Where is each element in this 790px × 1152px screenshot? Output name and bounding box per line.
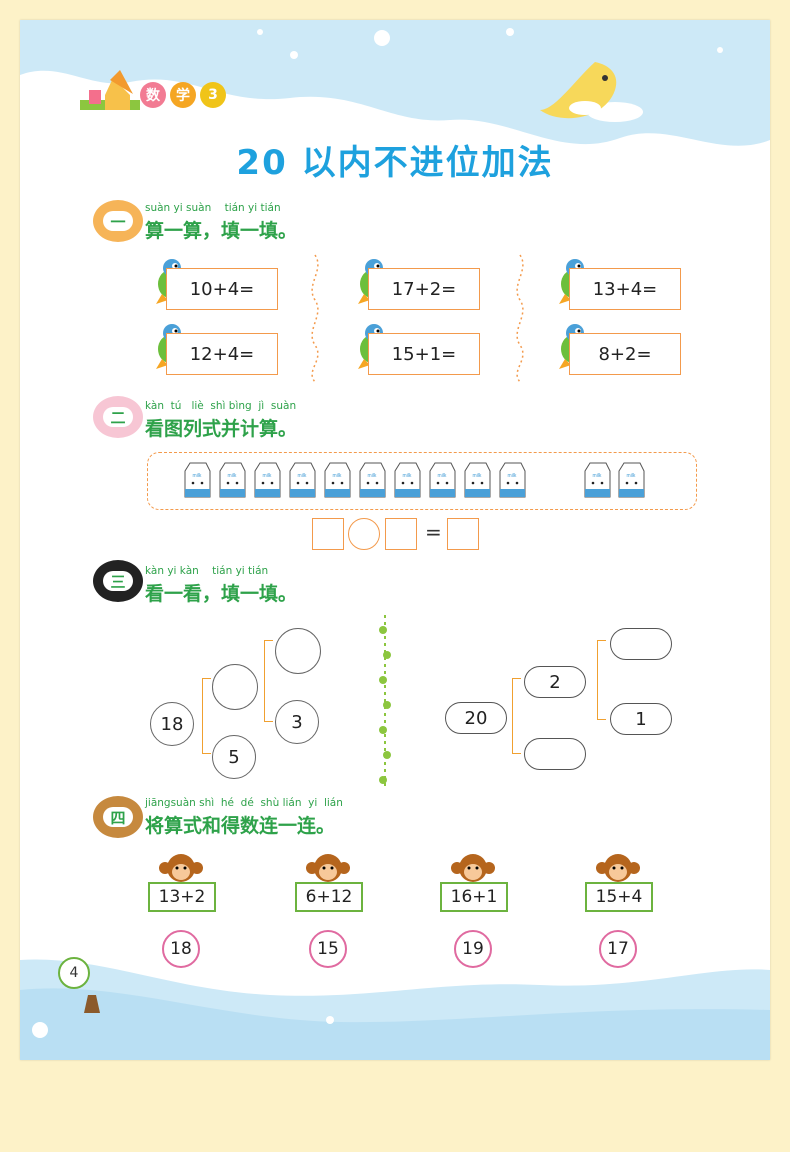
tree-right-a[interactable]: 2 (524, 666, 586, 698)
house-logo-icon (80, 70, 140, 110)
tree-left-a[interactable] (212, 664, 258, 710)
milk-carton-icon: milk (429, 462, 456, 498)
monkey-icon (596, 854, 640, 882)
vine-divider (379, 615, 391, 790)
tree-left-b[interactable]: 5 (212, 735, 256, 779)
tree-left-bracket-2 (264, 640, 273, 722)
carton-label: milk (368, 473, 377, 479)
equation-box[interactable]: 13+4= (569, 268, 681, 310)
tree-icon (84, 995, 100, 1013)
milk-carton-icon: milk (184, 462, 211, 498)
tree-right-root: 20 (445, 702, 507, 734)
tree-left-bracket (202, 678, 211, 754)
section1-number: 一 (103, 211, 133, 231)
tree-right-a2[interactable]: 1 (610, 703, 672, 735)
milk-carton-icon: milk (254, 462, 281, 498)
milk-carton-icon: milk (584, 462, 611, 498)
milk-carton-icon: milk (499, 462, 526, 498)
bottom-wave (20, 959, 770, 1060)
owl-badge-icon: 四 (93, 796, 143, 838)
carton-label: milk (298, 473, 307, 479)
equation-box[interactable]: 12+4= (166, 333, 278, 375)
carton-label: milk (403, 473, 412, 479)
answer-box-2[interactable] (385, 518, 417, 550)
equation-box[interactable]: 17+2= (368, 268, 480, 310)
logo-char-3: 3 (200, 82, 226, 108)
section3-pinyin: kàn yi kàn tián yi tián (145, 565, 269, 577)
carton-label: milk (333, 473, 342, 479)
tree-left-a1[interactable] (275, 628, 321, 674)
milk-carton-icon: milk (464, 462, 491, 498)
milk-carton-icon: milk (324, 462, 351, 498)
tree-left-root: 18 (150, 702, 194, 746)
carton-label: milk (593, 473, 602, 479)
wave-divider-1 (311, 254, 319, 383)
panda-badge-icon: 三 (93, 560, 143, 602)
carton-label: milk (508, 473, 517, 479)
milk-carton-icon: milk (289, 462, 316, 498)
section3-number: 三 (103, 571, 133, 591)
pig-badge-icon: 二 (93, 396, 143, 438)
moon-icon (540, 62, 643, 122)
carton-label: milk (438, 473, 447, 479)
peach-answer[interactable]: 19 (454, 930, 492, 968)
carton-label: milk (473, 473, 482, 479)
milk-carton-icon: milk (618, 462, 645, 498)
peach-answer[interactable]: 18 (162, 930, 200, 968)
monkey-icon (451, 854, 495, 882)
wave-divider-2 (516, 254, 524, 383)
carton-label: milk (627, 473, 636, 479)
monkey-icon (306, 854, 350, 882)
answer-box-1[interactable] (312, 518, 344, 550)
carton-label: milk (193, 473, 202, 479)
carton-label: milk (228, 473, 237, 479)
equals-sign: = (425, 520, 442, 544)
page-number: 4 (58, 957, 90, 989)
expression-card[interactable]: 13+2 (148, 882, 216, 912)
section2-pinyin: kàn tú liè shì bìng jì suàn (145, 400, 297, 412)
worksheet-page: 数 学 3 (20, 20, 770, 1060)
fox-badge-icon: 一 (93, 200, 143, 242)
section4-title: 将算式和得数连一连。 (145, 815, 336, 837)
expression-card[interactable]: 16+1 (440, 882, 508, 912)
page-title: 20 以内不进位加法 (236, 143, 554, 183)
milk-carton-icon: milk (394, 462, 421, 498)
section4-number: 四 (103, 807, 133, 827)
milk-carton-icon: milk (219, 462, 246, 498)
logo-char-2: 学 (170, 82, 196, 108)
peach-answer[interactable]: 15 (309, 930, 347, 968)
monkey-icon (159, 854, 203, 882)
tree-right-a1[interactable] (610, 628, 672, 660)
section1-pinyin: suàn yi suàn tián yi tián (145, 202, 281, 214)
tree-right-b[interactable] (524, 738, 586, 770)
equation-box[interactable]: 10+4= (166, 268, 278, 310)
section4-pinyin: jiāngsuàn shì hé dé shù lián yi lián (145, 797, 343, 809)
carton-frame (147, 452, 697, 510)
section3-title: 看一看，填一填。 (145, 583, 298, 605)
tree-left-a2[interactable]: 3 (275, 700, 319, 744)
logo-char-1: 数 (140, 82, 166, 108)
expression-card[interactable]: 15+4 (585, 882, 653, 912)
equation-box[interactable]: 8+2= (569, 333, 681, 375)
milk-carton-icon: milk (359, 462, 386, 498)
equation-box[interactable]: 15+1= (368, 333, 480, 375)
tree-right-bracket-2 (597, 640, 606, 720)
answer-box-result[interactable] (447, 518, 479, 550)
carton-label: milk (263, 473, 272, 479)
tree-right-bracket (512, 678, 521, 754)
section2-number: 二 (103, 407, 133, 427)
section2-title: 看图列式并计算。 (145, 418, 298, 440)
peach-answer[interactable]: 17 (599, 930, 637, 968)
expression-card[interactable]: 6+12 (295, 882, 363, 912)
section1-title: 算一算，填一填。 (145, 220, 298, 242)
operator-circle[interactable] (348, 518, 380, 550)
book-logo: 数 学 3 (140, 82, 226, 108)
